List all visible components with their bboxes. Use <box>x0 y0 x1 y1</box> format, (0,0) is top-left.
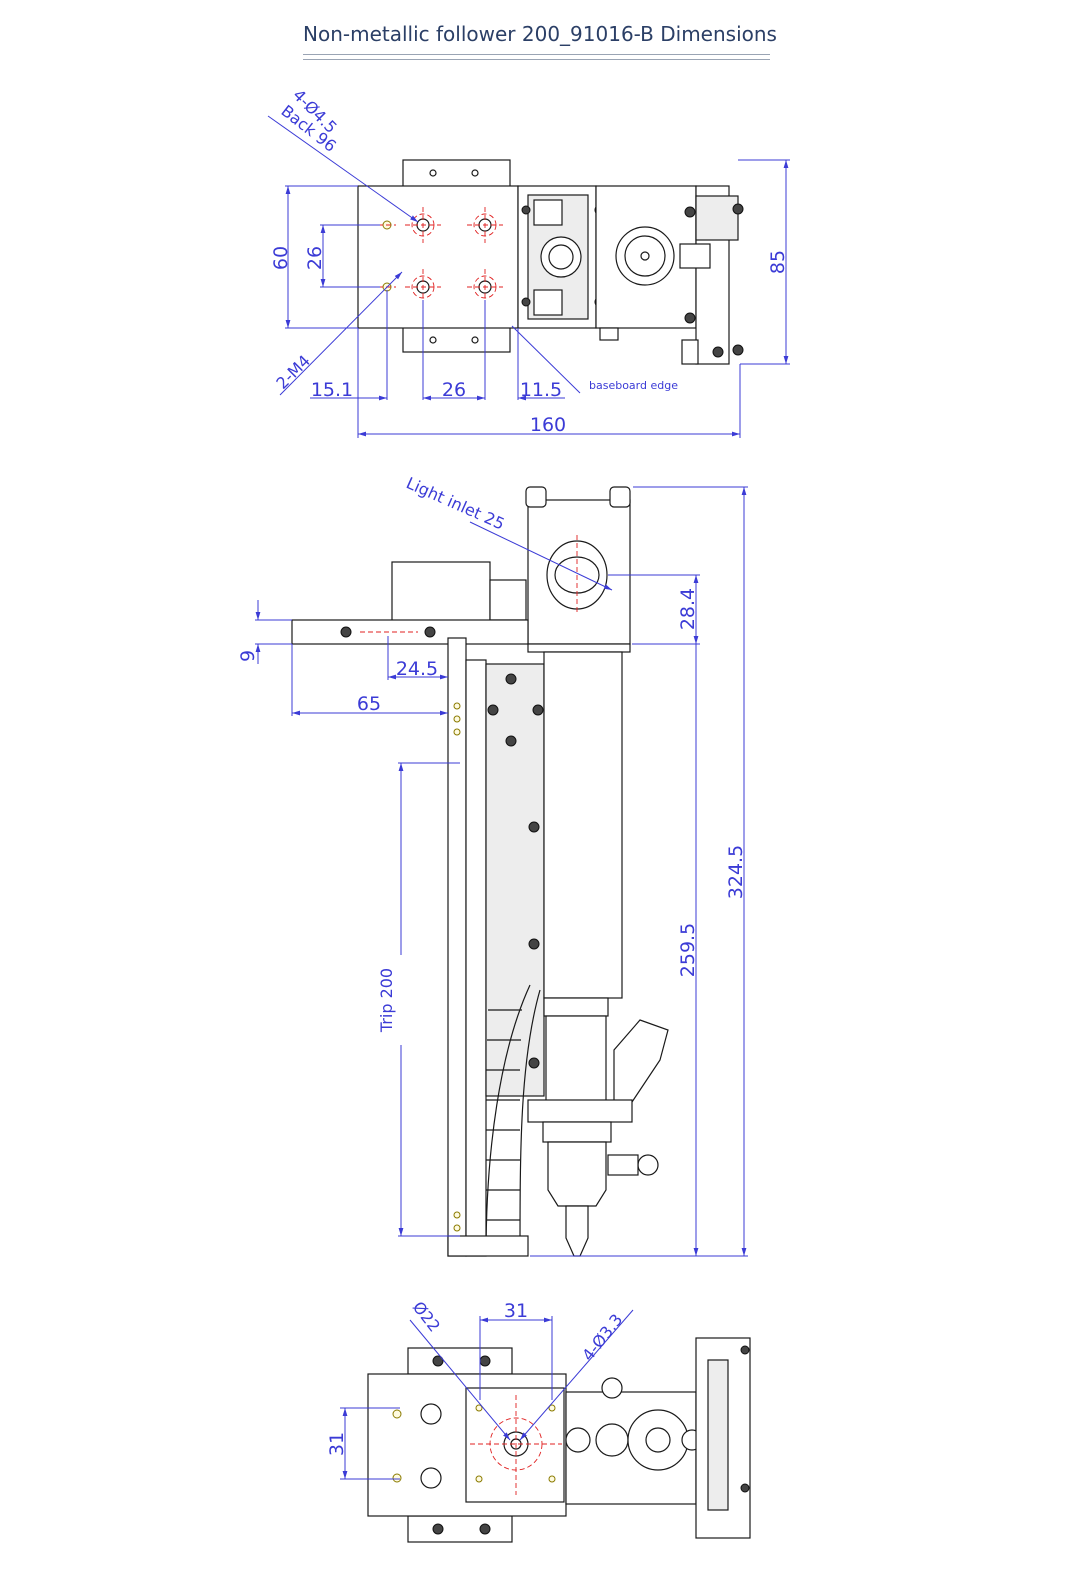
mount-bar <box>291 619 529 645</box>
slide-plate <box>485 663 545 1097</box>
dim-28-4: 28.4 <box>677 588 699 630</box>
dim-11-5: 11.5 <box>520 379 562 401</box>
title-underline-2 <box>303 59 770 60</box>
dim-15-1: 15.1 <box>311 379 353 401</box>
dim-259-5: 259.5 <box>677 923 699 977</box>
top-tab <box>402 159 511 188</box>
bracket <box>391 561 491 623</box>
thread-note: 2-M4 <box>272 351 314 393</box>
dim-65: 65 <box>357 693 381 715</box>
dim-60: 60 <box>270 246 292 270</box>
page-title: Non-metallic follower 200_91016-B Dimens… <box>303 22 777 46</box>
collar <box>527 1099 633 1123</box>
bottom-tab <box>402 326 511 353</box>
dim-31-left: 31 <box>326 1432 348 1456</box>
dim-9: 9 <box>237 650 259 662</box>
head-body <box>595 185 697 329</box>
bellows-ridges <box>486 1009 522 1221</box>
nozzle-tip <box>565 1205 589 1257</box>
dim-24-5: 24.5 <box>396 658 438 680</box>
base-plate <box>357 185 519 329</box>
title-underline <box>303 54 770 55</box>
dim-85: 85 <box>767 250 789 274</box>
dim-160: 160 <box>530 414 566 436</box>
side-view: Light inlet 25 28.4 9 24.5 65 259.5 324.… <box>237 473 748 1257</box>
light-inlet-note: Light inlet 25 <box>403 473 507 533</box>
nozzle-body <box>547 1141 607 1207</box>
tube <box>543 651 623 999</box>
dia-22-note: Ø22 <box>409 1298 444 1336</box>
baseboard-edge-label: baseboard edge <box>589 379 678 392</box>
holes-3-3-note: 4-Ø3.3 <box>578 1310 626 1364</box>
dim-26-horizontal: 26 <box>442 379 466 401</box>
dim-26-vertical: 26 <box>304 246 326 270</box>
trip-note: Trip 200 <box>377 968 396 1033</box>
top-view: 60 26 85 15.1 26 11.5 160 4-Ø4.5 Back 96… <box>267 85 790 438</box>
dim-324-5: 324.5 <box>725 845 747 899</box>
bottom-view: 31 31 Ø22 4-Ø3.3 <box>326 1298 751 1543</box>
dim-31-top: 31 <box>504 1300 528 1322</box>
